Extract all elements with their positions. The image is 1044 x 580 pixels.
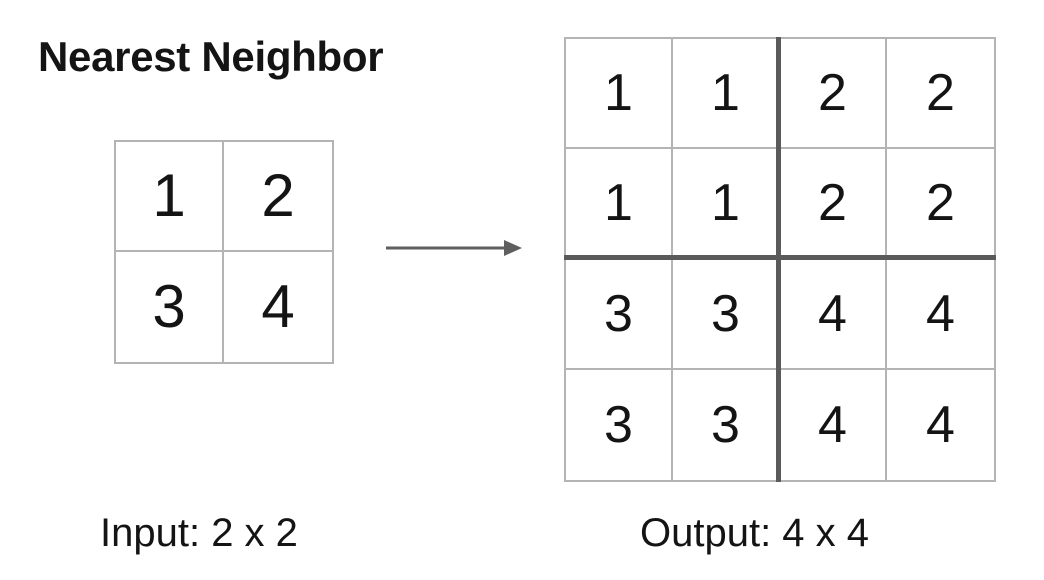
output-cell-r0c1: 1 xyxy=(673,39,780,150)
output-cell-r3c3: 4 xyxy=(887,369,994,480)
output-grid: 1 1 2 2 1 1 2 2 3 3 4 4 3 3 4 4 xyxy=(564,37,996,482)
input-cell-r0c0: 1 xyxy=(116,142,224,252)
output-cell-r2c2: 4 xyxy=(780,259,887,370)
output-cell-r3c2: 4 xyxy=(780,369,887,480)
input-caption: Input: 2 x 2 xyxy=(100,511,298,555)
output-cell-r2c0: 3 xyxy=(566,259,673,370)
output-cell-r3c1: 3 xyxy=(673,369,780,480)
input-cell-r1c0: 3 xyxy=(116,252,224,362)
page-title: Nearest Neighbor xyxy=(38,33,384,80)
output-cell-r0c0: 1 xyxy=(566,39,673,150)
output-cell-r1c0: 1 xyxy=(566,149,673,260)
arrow-right-icon xyxy=(386,232,522,264)
input-cell-r0c1: 2 xyxy=(224,142,332,252)
output-cell-r1c2: 2 xyxy=(780,149,887,260)
output-cell-r1c1: 1 xyxy=(673,149,780,260)
input-grid: 1 2 3 4 xyxy=(114,140,334,364)
output-cell-r2c1: 3 xyxy=(673,259,780,370)
output-cell-r3c0: 3 xyxy=(566,369,673,480)
output-cell-r2c3: 4 xyxy=(887,259,994,370)
output-cell-r0c3: 2 xyxy=(887,39,994,150)
output-caption: Output: 4 x 4 xyxy=(640,511,870,555)
output-cell-r1c3: 2 xyxy=(887,149,994,260)
input-cell-r1c1: 4 xyxy=(224,252,332,362)
output-cell-r0c2: 2 xyxy=(780,39,887,150)
